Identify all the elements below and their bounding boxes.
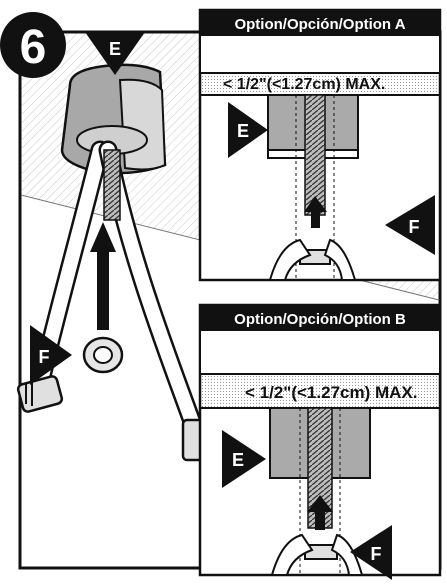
- svg-text:F: F: [39, 347, 50, 367]
- svg-text:E: E: [232, 450, 244, 470]
- option-a-header: [200, 10, 440, 35]
- dimension-b: < 1/2"(<1.27cm) MAX.: [245, 383, 417, 402]
- up-arrow-icon: [307, 495, 333, 530]
- threaded-stem: [103, 149, 121, 221]
- mounting-clip: [60, 63, 167, 175]
- up-arrow-icon: [90, 222, 116, 330]
- option-b-panel: Option/Opción/Option B < 1/2"(<1.27cm) M…: [198, 303, 442, 580]
- option-a-title: Option/Opción/Option A: [234, 16, 405, 33]
- step-badge: 6: [0, 12, 66, 78]
- step-number: 6: [20, 21, 47, 74]
- label-e-option-a: E: [228, 102, 268, 158]
- up-arrow-icon: [304, 196, 327, 228]
- option-b-title: Option/Opción/Option B: [234, 311, 406, 328]
- label-e-main: E: [85, 32, 145, 75]
- countertop: [199, 373, 441, 409]
- option-a-panel: Option/Opción/Option A < 1/2"(<1.27cm) M…: [198, 8, 442, 282]
- hex-nut: [82, 336, 124, 374]
- label-f-option-a: F: [385, 195, 435, 255]
- hose-fitting-left: [16, 375, 64, 413]
- svg-text:F: F: [409, 217, 420, 237]
- label-f-option-b: F: [350, 525, 392, 580]
- svg-text:E: E: [237, 121, 249, 141]
- dimension-a: < 1/2"(<1.27cm) MAX.: [223, 76, 385, 93]
- svg-text:E: E: [109, 39, 121, 59]
- svg-text:F: F: [371, 544, 382, 564]
- label-e-option-b: E: [222, 430, 266, 488]
- label-f-main: F: [30, 325, 72, 385]
- option-b-header: [200, 305, 440, 330]
